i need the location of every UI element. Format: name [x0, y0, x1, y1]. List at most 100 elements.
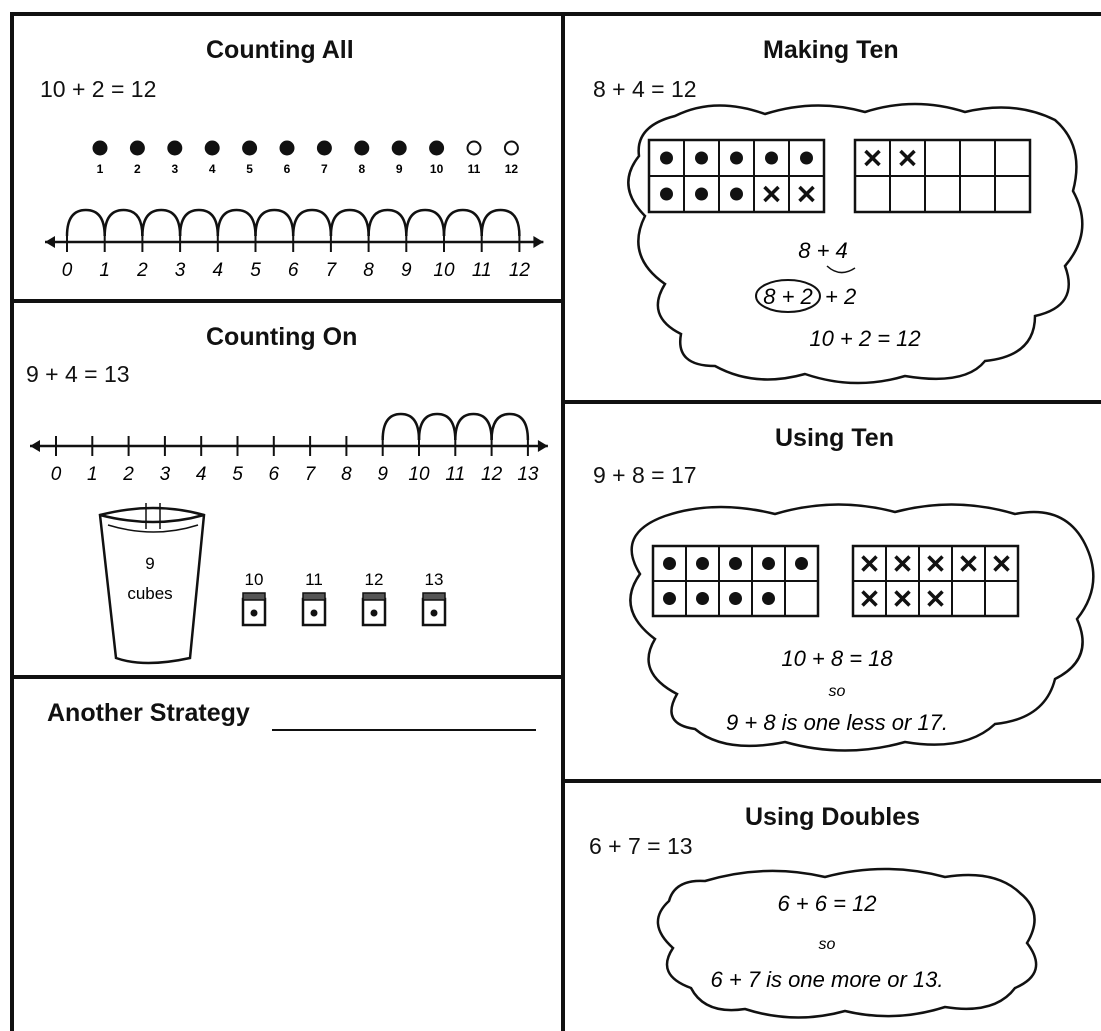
counter-dot — [696, 592, 709, 605]
arrow-right-icon — [538, 440, 548, 452]
counter-dot — [695, 188, 708, 201]
arrow-right-icon — [533, 236, 543, 248]
counter-dot — [660, 188, 673, 201]
number-line-label: 7 — [305, 464, 317, 485]
strategy-answer-line[interactable] — [272, 729, 536, 731]
filled-dot — [206, 142, 219, 155]
number-line-label: 3 — [175, 260, 186, 281]
using-ten-panel: Using Ten 9 + 8 = 17 10 + 8 = 18 so 9 + … — [565, 404, 1101, 779]
counter-dot — [730, 152, 743, 165]
dot-label: 2 — [134, 162, 141, 176]
arrow-left-icon — [45, 236, 55, 248]
dot-label: 3 — [171, 162, 178, 176]
hop-arc — [67, 210, 105, 236]
dot-label: 7 — [321, 162, 328, 176]
using-doubles-line2: so — [819, 936, 836, 953]
filled-dot — [168, 142, 181, 155]
filled-dot — [430, 142, 443, 155]
counter-dot — [696, 557, 709, 570]
dot-label: 8 — [358, 162, 365, 176]
another-strategy-title: Another Strategy — [47, 699, 250, 728]
hop-arc — [293, 210, 331, 236]
number-line-label: 9 — [377, 464, 388, 485]
number-line-label: 6 — [288, 260, 299, 281]
number-line-label: 6 — [269, 464, 280, 485]
number-line-label: 11 — [445, 464, 465, 485]
hop-arc — [482, 210, 520, 236]
using-ten-diagram: 10 + 8 = 18 so 9 + 8 is one less or 17. — [565, 404, 1101, 779]
hop-arc — [105, 210, 143, 236]
number-line-label: 5 — [232, 464, 243, 485]
number-line-label: 8 — [363, 260, 374, 281]
filled-dot — [393, 142, 406, 155]
counter-dot — [729, 592, 742, 605]
dot-label: 10 — [430, 162, 444, 176]
number-line-label: 11 — [472, 260, 492, 281]
hop-arc — [444, 210, 482, 236]
hop-arc — [455, 414, 491, 440]
number-line-label: 5 — [250, 260, 261, 281]
dot-label: 11 — [468, 162, 481, 176]
using-ten-line1: 10 + 8 = 18 — [781, 646, 893, 671]
dot-label: 5 — [246, 162, 253, 176]
counter-dot — [663, 557, 676, 570]
dot-label: 6 — [284, 162, 291, 176]
counter-dot — [762, 557, 775, 570]
number-line-label: 1 — [99, 260, 110, 281]
dot-label: 12 — [505, 162, 519, 176]
dot-label: 1 — [97, 162, 104, 176]
dot-label: 4 — [209, 162, 216, 176]
open-dot — [505, 142, 518, 155]
number-line-label: 13 — [517, 464, 539, 485]
number-line-label: 1 — [87, 464, 98, 485]
number-line-label: 9 — [401, 260, 412, 281]
hop-arc — [256, 210, 294, 236]
hop-arc — [492, 414, 528, 440]
cube-dot — [431, 610, 438, 617]
counter-dot — [730, 188, 743, 201]
making-ten-panel: Making Ten 8 + 4 = 12 8 + 4 8 + 2 + 2 10… — [565, 16, 1101, 400]
filled-dot — [355, 142, 368, 155]
counter-dot — [695, 152, 708, 165]
another-strategy-panel: Another Strategy — [14, 679, 561, 1031]
number-line-label: 2 — [136, 260, 148, 281]
open-dot — [468, 142, 481, 155]
cup-icon — [100, 503, 204, 663]
counter-dot — [795, 557, 808, 570]
using-doubles-line3: 6 + 7 is one more or 13. — [711, 967, 944, 992]
counter-dot — [762, 592, 775, 605]
using-ten-line3: 9 + 8 is one less or 17. — [726, 710, 948, 735]
cube-dot — [251, 610, 258, 617]
counter-dot — [729, 557, 742, 570]
cup-number: 9 — [145, 554, 154, 573]
cup-label: cubes — [127, 584, 172, 603]
cube-label: 11 — [305, 570, 323, 589]
hop-arc — [142, 210, 180, 236]
filled-dot — [131, 142, 144, 155]
number-line-label: 4 — [196, 464, 207, 485]
hop-arc — [218, 210, 256, 236]
cube-top — [303, 593, 325, 600]
number-line-label: 0 — [51, 464, 62, 485]
making-ten-line2-rest: + 2 — [825, 284, 856, 309]
cube-label: 13 — [425, 570, 444, 589]
cube-top — [363, 593, 385, 600]
number-line-label: 10 — [408, 464, 430, 485]
number-line-label: 7 — [326, 260, 338, 281]
filled-dot — [318, 142, 331, 155]
counter-dot — [800, 152, 813, 165]
number-line-label: 8 — [341, 464, 352, 485]
cube-dot — [311, 610, 318, 617]
hop-arc — [419, 414, 455, 440]
cube-top — [243, 593, 265, 600]
using-doubles-diagram: 6 + 6 = 12 so 6 + 7 is one more or 13. — [565, 783, 1101, 1031]
hop-arc — [331, 210, 369, 236]
number-line-label: 3 — [160, 464, 171, 485]
cube-label: 12 — [365, 570, 384, 589]
number-line-label: 2 — [122, 464, 134, 485]
number-line-label: 12 — [481, 464, 503, 485]
cube-label: 10 — [245, 570, 264, 589]
